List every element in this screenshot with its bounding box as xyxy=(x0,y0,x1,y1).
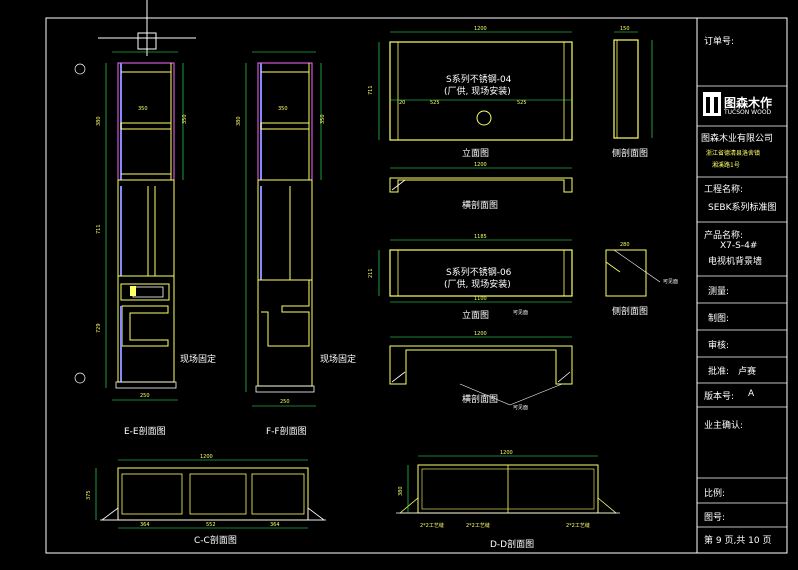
ff-title: F-F剖面图 xyxy=(266,427,307,437)
cc-title: C-C剖面图 xyxy=(194,536,237,546)
approve-label: 批准: xyxy=(708,367,730,377)
svg-text:711: 711 xyxy=(96,224,102,234)
craft-gap-note-3: 2*2工艺缝 xyxy=(566,523,590,529)
svg-text:150: 150 xyxy=(620,26,630,32)
svg-text:380: 380 xyxy=(236,116,242,126)
version-label: 版本号: xyxy=(704,392,735,402)
steel-04-note: S系列不锈钢-04 xyxy=(446,75,512,85)
marker-box xyxy=(130,286,136,296)
svg-text:1200: 1200 xyxy=(474,331,487,337)
address-line2: 湘溪路1号 xyxy=(712,162,740,169)
company-name: 图森木业有限公司 xyxy=(701,134,774,144)
draw-label: 制图: xyxy=(708,314,730,324)
title-block-grid xyxy=(697,85,787,528)
visible-face-note-3: 可见面 xyxy=(513,405,529,411)
svg-text:729: 729 xyxy=(96,323,102,333)
ff-section: 380 350 350 250 xyxy=(236,51,326,407)
svg-text:1200: 1200 xyxy=(500,450,513,456)
scale-label: 比例: xyxy=(704,489,726,499)
dd-title: D-D剖面图 xyxy=(490,540,535,550)
site-fix-note-1: 现场固定 xyxy=(180,355,217,365)
svg-text:1200: 1200 xyxy=(474,162,487,168)
svg-text:525: 525 xyxy=(517,100,527,106)
svg-text:211: 211 xyxy=(368,268,374,278)
visible-face-note-2: 可见面 xyxy=(663,279,679,285)
svg-text:364: 364 xyxy=(270,522,280,528)
front-elevation-2: 1185 211 1100 xyxy=(368,234,573,303)
cross-section-2: 1200 xyxy=(389,331,573,406)
project-value: SEBK系列标准图 xyxy=(708,203,777,213)
steel-06-note: S系列不锈钢-06 xyxy=(446,268,512,278)
sheet-border xyxy=(45,17,788,554)
cross-section-1: 1200 xyxy=(389,162,573,193)
svg-text:552: 552 xyxy=(206,522,216,528)
site-fix-note-2: 现场固定 xyxy=(320,355,357,365)
logo-text: 图森木作 xyxy=(724,96,773,110)
dd-section: 1200 380 xyxy=(396,450,620,514)
ee-section: 380 711 729 350 250 350 xyxy=(74,51,188,401)
supplied-note-2: (厂供, 现场安装) xyxy=(444,280,511,290)
front-title-2: 立面图 xyxy=(462,311,490,321)
svg-text:1200: 1200 xyxy=(200,454,213,460)
front-elevation-1: 1200 711 525 525 20 xyxy=(368,26,573,141)
page-info: 第 9 页,共 10 页 xyxy=(704,536,772,546)
svg-text:1185: 1185 xyxy=(474,234,487,240)
svg-text:20: 20 xyxy=(399,100,405,106)
logo-subtext: TUCSON WOOD xyxy=(724,109,772,116)
top-marker xyxy=(98,0,196,56)
drawing-no-label: 图号: xyxy=(704,513,726,523)
order-no-label: 订单号: xyxy=(704,37,735,47)
side-section-1: 150 xyxy=(613,26,653,139)
front-title-1: 立面图 xyxy=(462,149,490,159)
svg-text:375: 375 xyxy=(86,490,92,500)
measure-label: 测量: xyxy=(708,287,730,297)
version-value: A xyxy=(748,389,755,399)
review-label: 审核: xyxy=(708,341,730,351)
svg-text:280: 280 xyxy=(620,242,630,248)
side-title-1: 侧剖面图 xyxy=(612,149,649,159)
svg-text:350: 350 xyxy=(182,114,188,124)
svg-text:350: 350 xyxy=(278,106,288,112)
svg-text:350: 350 xyxy=(138,106,148,112)
svg-text:711: 711 xyxy=(368,85,374,95)
svg-text:525: 525 xyxy=(430,100,440,106)
svg-text:1200: 1200 xyxy=(474,26,487,32)
project-label: 工程名称: xyxy=(704,185,744,195)
cross-title-1: 横剖面图 xyxy=(462,201,499,211)
svg-text:364: 364 xyxy=(140,522,150,528)
approve-value: 卢赛 xyxy=(738,367,757,377)
craft-gap-note-2: 2*2工艺缝 xyxy=(466,523,490,529)
product-label: 产品名称: xyxy=(704,231,744,241)
svg-text:250: 250 xyxy=(140,393,150,399)
visible-face-note-1: 可见面 xyxy=(513,310,529,316)
cross-title-2: 横剖面图 xyxy=(462,395,499,405)
svg-text:250: 250 xyxy=(280,399,290,405)
craft-gap-note-1: 2*2工艺缝 xyxy=(420,523,444,529)
side-title-2: 侧剖面图 xyxy=(612,307,649,317)
logo-mark xyxy=(703,92,721,116)
svg-text:1100: 1100 xyxy=(474,296,487,302)
ee-title: E-E剖面图 xyxy=(124,427,166,437)
svg-text:380: 380 xyxy=(398,486,404,496)
svg-text:380: 380 xyxy=(96,116,102,126)
product-code: X7-S-4# xyxy=(720,241,758,251)
supplied-note-1: (厂供, 现场安装) xyxy=(444,87,511,97)
address-line1: 浙江省德清县洛舍镇 xyxy=(706,150,761,157)
svg-text:350: 350 xyxy=(320,114,326,124)
cc-section: 1200 364 552 364 375 xyxy=(86,454,326,529)
product-name: 电视机背景墙 xyxy=(708,257,763,267)
side-section-2: 280 xyxy=(605,242,661,297)
owner-confirm-label: 业主确认: xyxy=(704,421,744,431)
